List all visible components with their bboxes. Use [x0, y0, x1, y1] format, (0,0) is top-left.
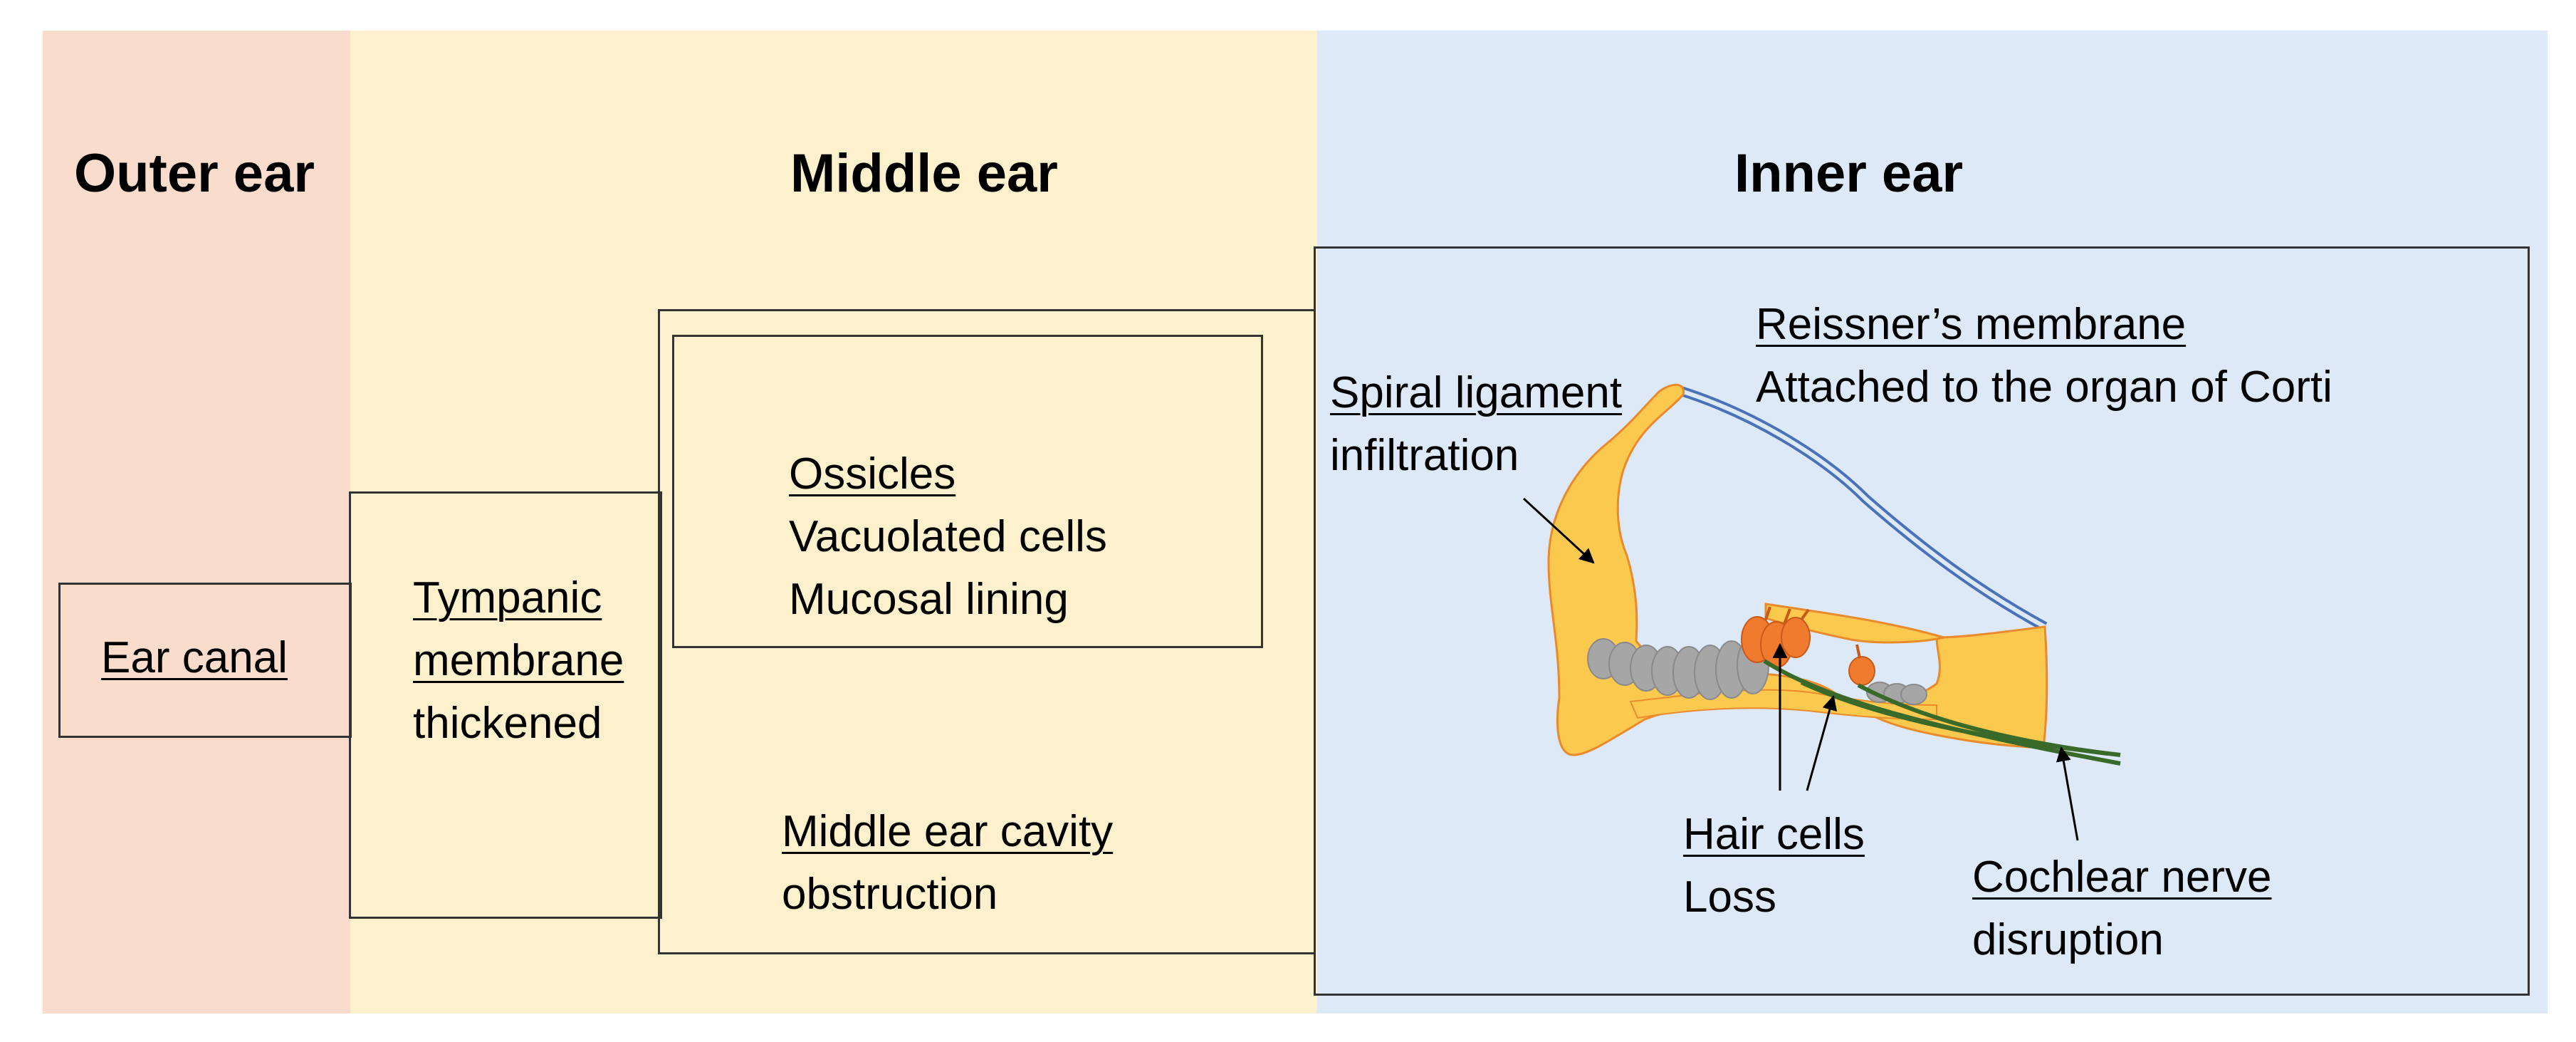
ear-canal-title: Ear canal — [101, 633, 288, 682]
reissner-membrane-line — [1677, 385, 2048, 632]
tympanic-membrane-finding: thickened — [413, 699, 602, 748]
reissner-membrane-finding: Attached to the organ of Corti — [1756, 363, 2332, 412]
cochlear-nerve-label: Cochlear nerve disruption — [1972, 846, 2271, 971]
inner-ear-heading: Inner ear — [1734, 143, 1964, 204]
ossicles-title: Ossicles — [789, 449, 956, 499]
outer-ear-heading: Outer ear — [74, 143, 315, 204]
middle-ear-heading: Middle ear — [790, 143, 1058, 204]
reissner-membrane-title: Reissner’s membrane — [1756, 300, 2187, 349]
middle-ear-cavity-finding: obstruction — [782, 870, 998, 919]
ossicles-label: Ossicles Vacuolated cells Mucosal lining — [789, 443, 1107, 631]
spiral-ligament-label: Spiral ligament infiltration — [1330, 362, 1622, 487]
hair-cells-label: Hair cells Loss — [1683, 803, 1865, 929]
spiral-ligament-title: Spiral ligament — [1330, 368, 1623, 417]
cochlear-nerve-title: Cochlear nerve — [1972, 853, 2272, 902]
middle-ear-cavity-label: Middle ear cavity obstruction — [782, 801, 1113, 926]
middle-ear-cavity-title: Middle ear cavity — [782, 807, 1114, 856]
inner-ear-region — [1317, 31, 2548, 1014]
tympanic-membrane-title-2: membrane — [413, 636, 624, 685]
tympanic-membrane-label: Tympanic membrane thickened — [413, 567, 624, 755]
inner-ear-box — [1314, 246, 2530, 996]
ossicles-finding-2: Mucosal lining — [789, 575, 1069, 624]
tympanic-membrane-box — [349, 491, 662, 919]
hair-cells-arrow-2 — [1806, 694, 1838, 791]
supporting-cells — [1587, 636, 1927, 705]
tympanic-membrane-title-1: Tympanic — [413, 573, 602, 622]
outer-ear-region — [43, 31, 350, 1014]
cochlear-nerve-arrow — [2056, 746, 2079, 841]
ossicles-box — [672, 335, 1263, 648]
ossicles-finding-1: Vacuolated cells — [789, 512, 1107, 561]
hair-cells-title: Hair cells — [1683, 810, 1865, 859]
cochlear-nerve-finding: disruption — [1972, 915, 2164, 964]
middle-ear-region — [350, 31, 1317, 1014]
spiral-ligament-finding: infiltration — [1330, 431, 1519, 480]
ear-canal-label: Ear canal — [101, 627, 288, 689]
reissner-membrane-label: Reissner’s membrane Attached to the orga… — [1756, 293, 2332, 419]
spiral-ligament-arrow — [1522, 497, 1595, 564]
annotation-arrows — [1522, 497, 2079, 841]
hair-cells-finding: Loss — [1683, 872, 1776, 922]
